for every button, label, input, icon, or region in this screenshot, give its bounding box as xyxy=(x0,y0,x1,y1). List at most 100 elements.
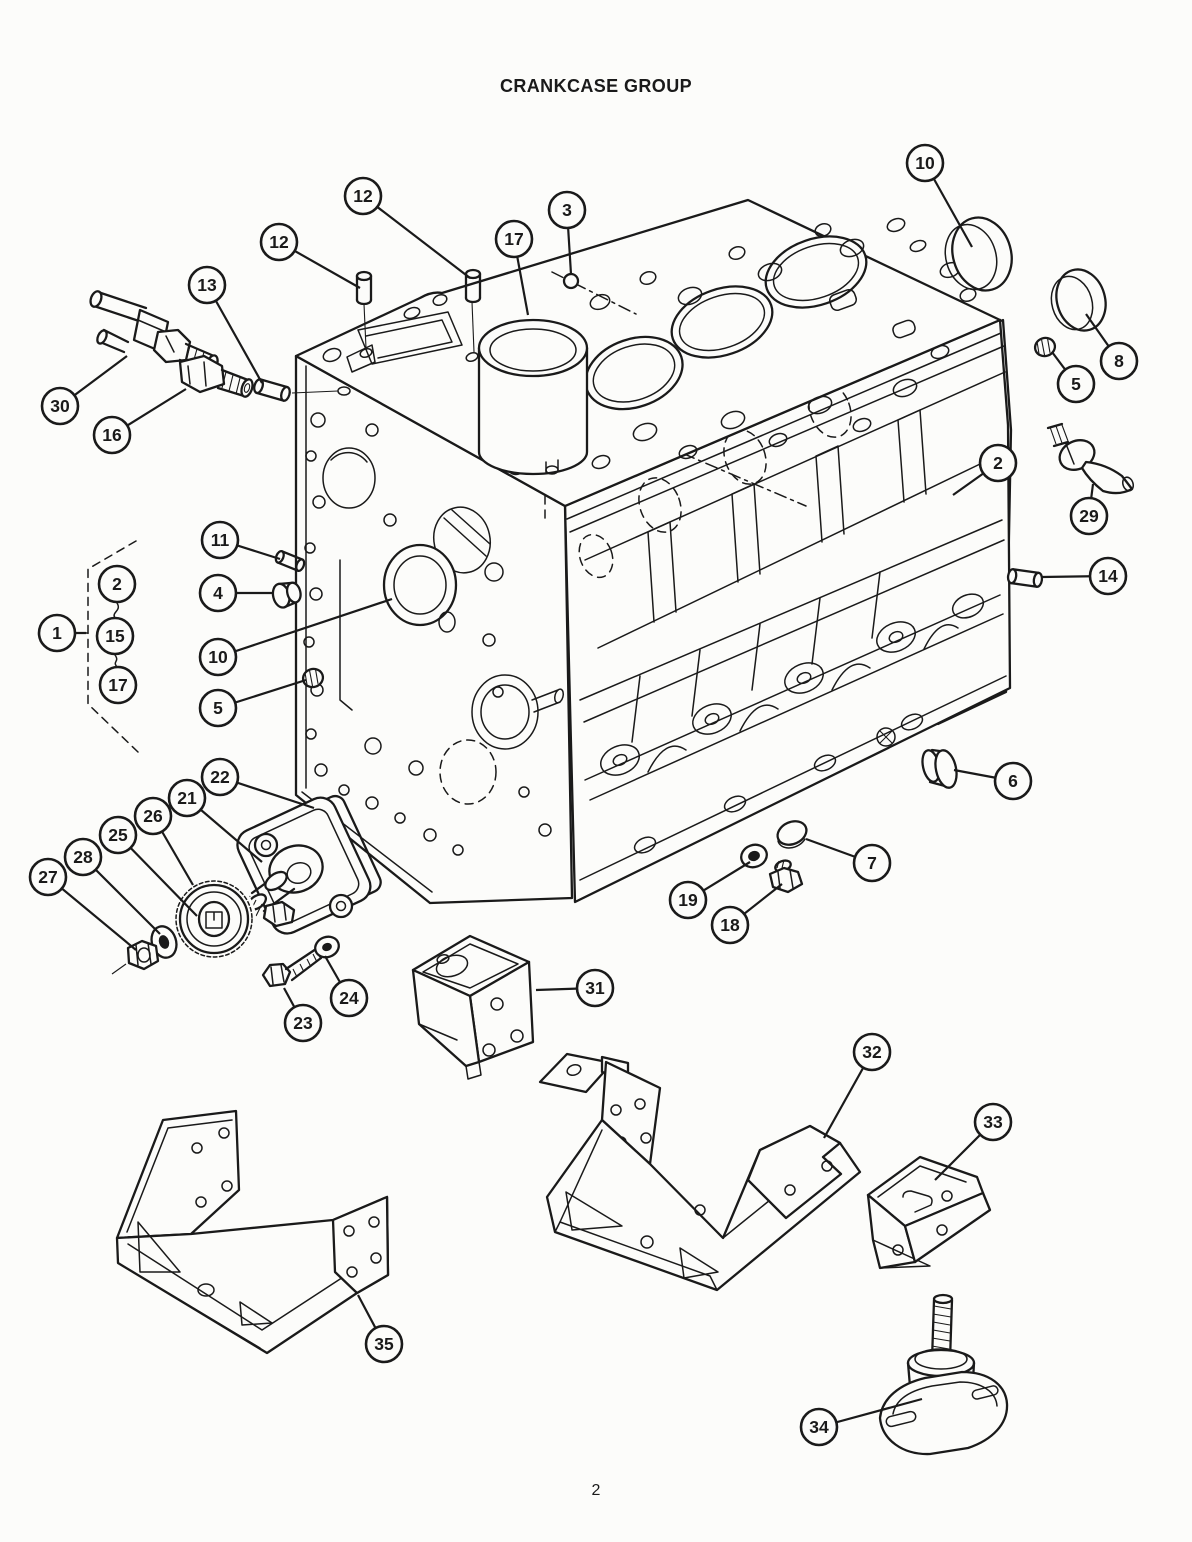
page-title: CRANKCASE GROUP xyxy=(499,76,692,96)
callout-balloon-26: 26 xyxy=(133,796,173,836)
callout-balloon-3: 3 xyxy=(547,190,587,230)
callout-number: 12 xyxy=(353,186,373,206)
callout-balloon-7: 7 xyxy=(852,843,892,883)
pin-13-guide xyxy=(291,390,339,394)
callout-balloon-30: 30 xyxy=(40,386,80,426)
callout-balloon-14: 14 xyxy=(1088,556,1128,596)
leader-line-12 xyxy=(362,195,471,279)
callout-balloon-32: 32 xyxy=(852,1032,892,1072)
callout-number: 11 xyxy=(211,530,230,550)
mount-bracket-33 xyxy=(866,1155,992,1270)
callout-balloon-11: 11 xyxy=(200,520,240,560)
callout-balloon-2: 2 xyxy=(97,564,137,604)
temperature-sender-29 xyxy=(1046,422,1135,495)
callout-balloon-35: 35 xyxy=(364,1324,404,1364)
callout-balloon-21: 21 xyxy=(167,778,207,818)
callout-balloon-5: 5 xyxy=(1056,364,1096,404)
callout-number: 35 xyxy=(374,1334,394,1354)
washer-28 xyxy=(150,925,178,959)
callout-number: 34 xyxy=(809,1417,829,1437)
callout-number: 5 xyxy=(1071,374,1081,394)
callout-layer: 1212131731085292143016114105121517671918… xyxy=(28,143,1139,1447)
plug-disc-7 xyxy=(776,820,808,849)
washer-24 xyxy=(314,935,340,959)
page-number: 2 xyxy=(591,1482,601,1499)
callout-balloon-16: 16 xyxy=(92,415,132,455)
callout-balloon-17: 17 xyxy=(494,219,534,259)
callout-number: 25 xyxy=(108,825,128,845)
callout-balloon-4: 4 xyxy=(198,573,238,613)
callout-balloon-28: 28 xyxy=(63,837,103,877)
block-front-face xyxy=(294,354,574,905)
callout-balloon-34: 34 xyxy=(799,1407,839,1447)
callout-balloon-10: 10 xyxy=(198,637,238,677)
callout-number: 29 xyxy=(1079,506,1099,526)
screw-plug-5-right xyxy=(1033,336,1057,358)
mount-bracket-32 xyxy=(538,1052,862,1292)
pin-11 xyxy=(274,550,306,572)
callout-number: 3 xyxy=(562,200,572,220)
callout-balloon-19: 19 xyxy=(668,880,708,920)
oil-pump-21 xyxy=(236,796,372,935)
cup-plug-10-rear xyxy=(944,216,1013,292)
pin-14 xyxy=(1006,568,1044,588)
callout-number: 10 xyxy=(915,153,935,173)
mount-bracket-31 xyxy=(411,934,535,1080)
callout-number: 24 xyxy=(339,988,359,1008)
drive-gear-26 xyxy=(172,877,256,961)
callout-number: 19 xyxy=(678,890,698,910)
callout-balloon-6: 6 xyxy=(993,761,1033,801)
callout-balloon-33: 33 xyxy=(973,1102,1013,1142)
callout-balloon-12: 12 xyxy=(343,176,383,216)
callout-number: 8 xyxy=(1114,351,1124,371)
callout-number: 4 xyxy=(213,583,223,603)
callout-balloon-25: 25 xyxy=(98,815,138,855)
callout-number: 16 xyxy=(102,425,122,445)
callout-balloon-17: 17 xyxy=(98,665,138,705)
callout-number: 17 xyxy=(108,675,127,695)
callout-number: 14 xyxy=(1098,566,1118,586)
callout-number: 33 xyxy=(983,1112,1003,1132)
callout-balloon-2: 2 xyxy=(978,443,1018,483)
callout-balloon-24: 24 xyxy=(329,978,369,1018)
callout-number: 6 xyxy=(1008,771,1018,791)
callout-number: 5 xyxy=(213,698,223,718)
bolt-23 xyxy=(261,947,323,988)
cup-plug-6 xyxy=(921,748,958,789)
callout-number: 13 xyxy=(197,275,217,295)
callout-balloon-5: 5 xyxy=(198,688,238,728)
callout-number: 22 xyxy=(210,767,230,787)
callout-balloon-27: 27 xyxy=(28,857,68,897)
pin-13-hole xyxy=(337,386,351,396)
callout-balloon-1: 1 xyxy=(37,613,77,653)
oil-seal-ring xyxy=(382,543,458,633)
callout-number: 30 xyxy=(50,396,70,416)
callout-number: 23 xyxy=(293,1013,313,1033)
callout-balloon-15: 15 xyxy=(95,616,135,656)
callout-balloon-10: 10 xyxy=(905,143,945,183)
callout-number: 21 xyxy=(177,788,197,808)
callout-balloon-8: 8 xyxy=(1099,341,1139,381)
cylinder-bores xyxy=(584,235,868,411)
nut-27 xyxy=(111,939,160,975)
callout-number: 26 xyxy=(143,806,163,826)
block-deck xyxy=(294,198,1002,508)
cup-plug-4 xyxy=(271,581,302,609)
callout-balloon-13: 13 xyxy=(187,265,227,305)
washer-19 xyxy=(740,843,768,869)
leader-line-10 xyxy=(217,597,393,659)
callout-number: 15 xyxy=(105,626,125,646)
engine-mount-34 xyxy=(878,1293,1009,1456)
callout-number: 10 xyxy=(208,647,228,667)
callout-number: 31 xyxy=(585,978,605,998)
callout-number: 18 xyxy=(720,915,740,935)
callout-balloon-22: 22 xyxy=(200,757,240,797)
pin-13 xyxy=(253,378,291,402)
callout-number: 2 xyxy=(993,453,1003,473)
screw-plug-5-left xyxy=(301,667,325,689)
cup-plug-8 xyxy=(1050,268,1107,332)
callout-balloon-18: 18 xyxy=(710,905,750,945)
callout-number: 17 xyxy=(504,229,523,249)
callout-number: 12 xyxy=(269,232,289,252)
